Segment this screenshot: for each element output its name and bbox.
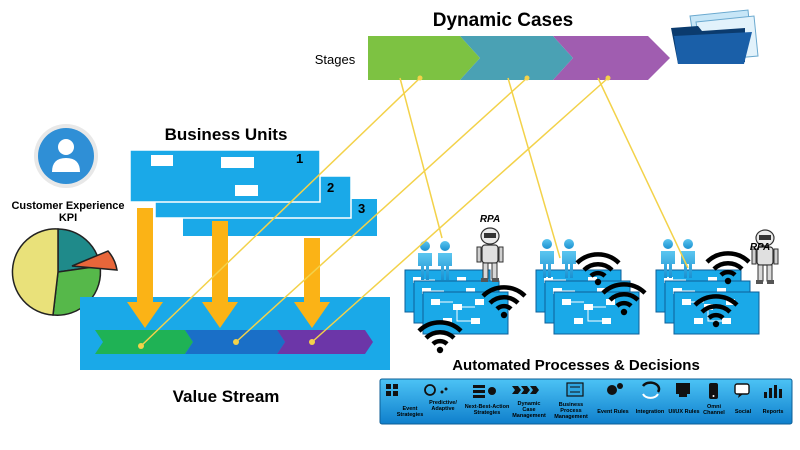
pie-chart-icon (11, 228, 118, 316)
toolbar-label: Predictive/ (429, 400, 457, 406)
event-rules-icon (607, 383, 623, 395)
process-group-1 (404, 227, 525, 353)
connector-dot (309, 339, 315, 345)
stream-segment-1 (95, 330, 193, 354)
toolbar-label: Social (735, 409, 752, 415)
customer-experience-label: Customer Experience (11, 200, 124, 212)
stages-label: Stages (315, 52, 356, 67)
stage-3 (553, 36, 670, 80)
gold-arrow (127, 208, 163, 328)
toolbar-label: UI/UX Rules (668, 409, 699, 415)
connector-dot (605, 75, 611, 81)
gold-arrow (294, 238, 330, 328)
stage-1 (368, 36, 480, 80)
unit-number-3: 3 (358, 201, 365, 216)
unit-number-2: 2 (327, 180, 334, 195)
reports-icon (764, 385, 782, 398)
unit-box (235, 185, 258, 196)
connector-line (399, 77, 443, 239)
connector-dot (138, 343, 144, 349)
toolbar-label: Omni (707, 404, 722, 410)
unit-number-1: 1 (296, 151, 303, 166)
ui-ux-rules-icon (676, 383, 690, 397)
process-management-icon (566, 382, 584, 397)
integration-icon (641, 381, 661, 399)
stages-ribbon (368, 36, 670, 80)
toolbar-label: Next-Best-Action (465, 404, 510, 410)
toolbar-label: Strategies (397, 412, 424, 418)
business-units-title: Business Units (165, 125, 288, 144)
connector-line (597, 77, 689, 269)
connector-line (140, 77, 421, 347)
event-strategies-icon (386, 384, 398, 396)
connector-dot (417, 75, 423, 81)
toolbar-label: Integration (636, 409, 665, 415)
folder-icon (671, 9, 759, 64)
connector-line (235, 77, 528, 343)
toolbar-label: Adaptive (431, 406, 454, 412)
kpi-label: KPI (59, 212, 77, 224)
omni-channel-icon (709, 383, 718, 399)
yellow-connectors (140, 77, 689, 347)
stage-2 (460, 36, 573, 80)
value-stream-title: Value Stream (173, 387, 280, 406)
social-icon (734, 383, 750, 398)
toolbar-label: Strategies (474, 410, 501, 416)
toolbar-label: Reports (763, 409, 784, 415)
toolbar-label: Process (560, 408, 581, 414)
rpa-label-1: RPA (480, 214, 500, 225)
toolbar-label: Event Rules (597, 409, 628, 415)
toolbar-label: Management (512, 413, 546, 419)
unit-box (151, 155, 173, 166)
stream-segment-3 (277, 330, 373, 354)
automated-title: Automated Processes & Decisions (452, 357, 700, 374)
case-management-icon (512, 386, 539, 394)
connector-line (311, 77, 609, 343)
connector-line (507, 77, 561, 259)
process-group-2 (535, 239, 645, 335)
connector-dots (138, 75, 611, 349)
toolbar-label: Business (559, 402, 583, 408)
gold-arrow (202, 221, 238, 328)
diagram-title: Dynamic Cases (433, 10, 573, 31)
connector-dot (524, 75, 530, 81)
toolbar-label: Channel (703, 410, 725, 416)
next-best-action-icon (473, 385, 496, 398)
rpa-label-2: RPA (750, 242, 770, 253)
toolbar-label: Management (554, 414, 588, 420)
predictive-icon (424, 384, 448, 396)
customer-avatar-icon (34, 124, 98, 188)
toolbar-label: Case (522, 407, 535, 413)
toolbar-label: Dynamic (518, 401, 541, 407)
toolbar-label: Event (403, 406, 418, 412)
connector-dot (233, 339, 239, 345)
unit-box (221, 157, 254, 168)
